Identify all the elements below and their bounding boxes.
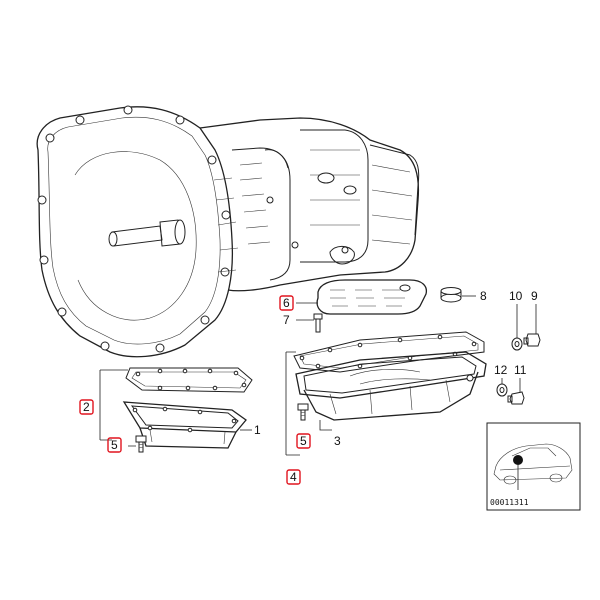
transmission-housing — [36, 105, 420, 358]
sealing-ring-upper — [511, 337, 523, 351]
callout-2-highlight — [79, 399, 94, 415]
left-pan-bolt — [135, 435, 147, 453]
right-oil-pan — [295, 351, 487, 421]
callout-12: 12 — [494, 363, 508, 377]
callout-1: 1 — [254, 423, 261, 437]
oil-filter-strainer — [316, 279, 428, 315]
callout-8: 8 — [480, 289, 487, 303]
plug-cap — [440, 287, 462, 303]
callout-2: 2 — [83, 400, 90, 414]
sealing-ring-lower — [496, 383, 508, 397]
callout-10: 10 — [509, 289, 523, 303]
inset-code: 00011311 — [490, 498, 529, 507]
callout-5a-highlight — [107, 437, 122, 453]
drain-plug-upper — [523, 333, 541, 347]
filter-screw — [313, 313, 323, 333]
callout-5-right: 5 — [300, 434, 307, 448]
callout-4-highlight — [286, 469, 301, 485]
callout-5b-highlight — [296, 433, 311, 449]
callout-3: 3 — [334, 434, 341, 448]
left-pan-gasket — [125, 367, 253, 393]
callout-labels: 2 5 1 6 7 5 3 4 8 10 9 12 11 — [79, 289, 538, 485]
callout-4: 4 — [290, 470, 297, 484]
callout-11: 11 — [514, 363, 527, 377]
callout-6-highlight — [279, 295, 294, 311]
callout-5-left: 5 — [111, 438, 118, 452]
car-locator-inset: 00011311 — [486, 422, 581, 511]
right-pan-gasket — [293, 331, 485, 373]
car-locator-icon — [493, 443, 573, 490]
callout-7: 7 — [283, 313, 290, 327]
bell-housing-bolt-bosses — [37, 105, 231, 353]
right-pan-bolt — [297, 403, 309, 421]
callout-9: 9 — [531, 289, 538, 303]
input-shaft — [108, 219, 186, 247]
leader-lines — [99, 295, 537, 456]
callout-6: 6 — [283, 296, 290, 310]
drain-plug-lower — [507, 391, 525, 405]
